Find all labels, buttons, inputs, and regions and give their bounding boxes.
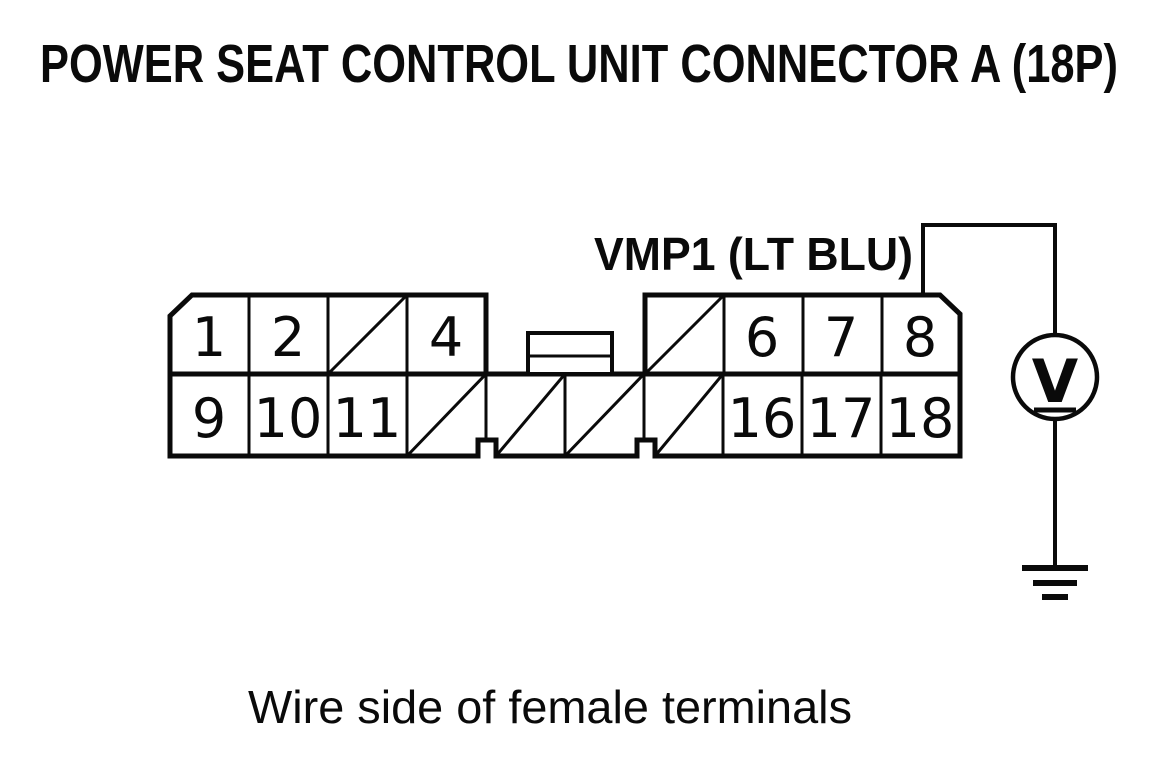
empty-pin-diagonal [405, 372, 488, 458]
wire-pin8-to-voltmeter [921, 223, 1057, 336]
pin-label-4: 4 [429, 306, 463, 369]
connector-key-tab [526, 331, 614, 376]
connector-body: 1 2 4 6 7 8 9 10 11 16 17 18 [167, 292, 963, 459]
voltmeter-icon: V [1010, 332, 1100, 422]
wire-label: VMP1 (LT BLU) [594, 228, 913, 280]
voltmeter-circle [1010, 332, 1100, 422]
empty-pin-diagonal [643, 293, 726, 376]
empty-pin-diagonal [653, 373, 725, 457]
pin-label-9: 9 [192, 387, 226, 450]
voltmeter-symbol: V [1032, 347, 1079, 417]
pin-label-10: 10 [254, 387, 323, 450]
empty-pin-diagonal [326, 293, 409, 376]
empty-pin-diagonal [563, 372, 646, 458]
pin-label-18: 18 [886, 387, 955, 450]
pin-label-7: 7 [824, 306, 858, 369]
key-tab-outline [526, 331, 614, 376]
pin-label-8: 8 [903, 306, 937, 369]
empty-pin-diagonal [494, 373, 567, 457]
pin-label-16: 16 [728, 387, 797, 450]
pin-label-11: 11 [333, 387, 402, 450]
page-title: POWER SEAT CONTROL UNIT CONNECTOR A (18P… [40, 34, 1118, 94]
pin-label-6: 6 [745, 306, 779, 369]
ground-icon [1022, 565, 1088, 600]
pin-label-2: 2 [271, 306, 305, 369]
caption: Wire side of female terminals [248, 681, 852, 733]
pin-label-1: 1 [192, 306, 226, 369]
pin-label-17: 17 [807, 387, 876, 450]
